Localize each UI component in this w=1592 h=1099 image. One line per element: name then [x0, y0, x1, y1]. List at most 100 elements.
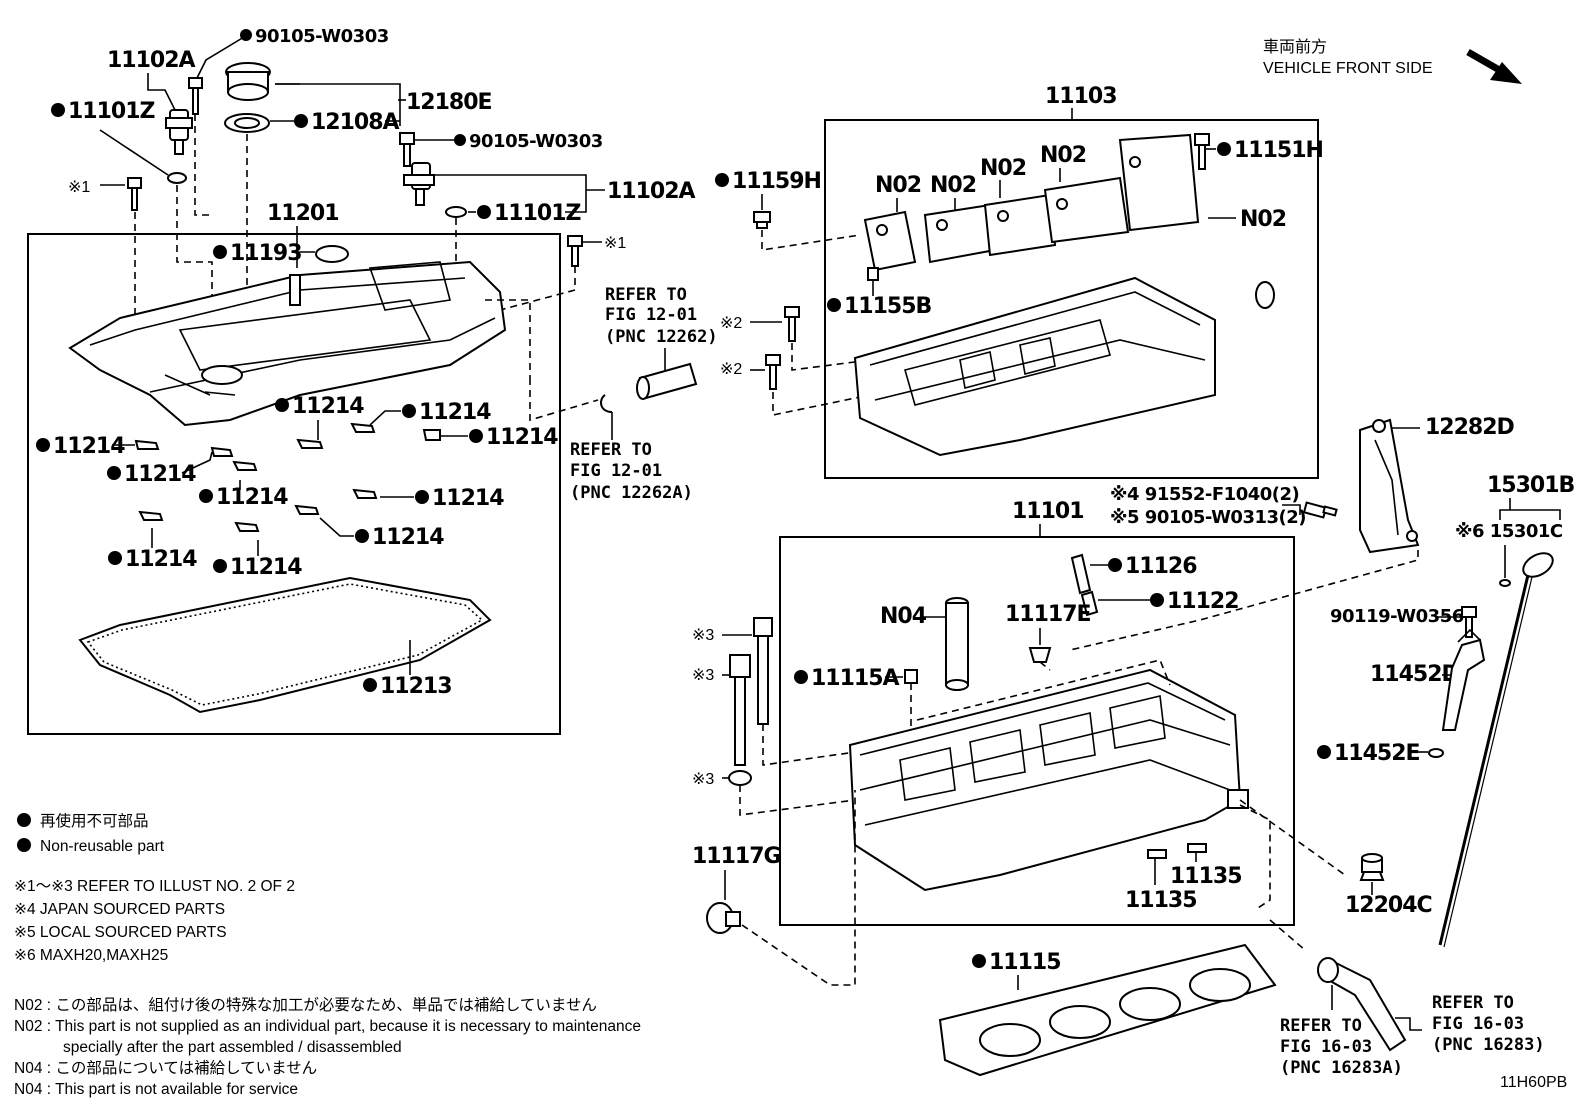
footnote-n04-en: N04 : This part is not available for ser…	[14, 1081, 298, 1098]
label-11126[interactable]: 11126	[1125, 554, 1198, 579]
label-11214[interactable]: 11214	[419, 400, 492, 425]
cover-gasket-icon	[78, 576, 492, 714]
bolt-icon	[765, 354, 781, 390]
label-11135[interactable]: 11135	[1125, 888, 1198, 913]
sleeve-icon	[945, 597, 969, 691]
camshaft-bearing-cap-icon	[863, 133, 1200, 272]
label-pnc-16283: (PNC 16283)	[1432, 1035, 1545, 1055]
label-11214[interactable]: 11214	[53, 434, 126, 459]
bolt-icon	[784, 306, 800, 342]
vehicle-front-en: VEHICLE FRONT SIDE	[1263, 60, 1433, 77]
arrow-down-right-icon	[1466, 48, 1522, 84]
label-12282d[interactable]: 12282D	[1425, 415, 1516, 440]
bolt-icon	[1461, 606, 1477, 638]
label-11101[interactable]: 11101	[1012, 499, 1085, 524]
oil-pressure-switch-icon	[1359, 853, 1385, 881]
legend-note-4: ※4 JAPAN SOURCED PARTS	[14, 901, 225, 918]
label-fig-12-01[interactable]: FIG 12-01	[570, 461, 662, 481]
bolt-icon	[399, 132, 415, 167]
cylinder-head-gasket-icon	[938, 943, 1277, 1077]
label-11214[interactable]: 11214	[230, 555, 303, 580]
label-mark1-a: ※1	[68, 179, 90, 196]
label-11214[interactable]: 11214	[486, 425, 559, 450]
label-11214[interactable]: 11214	[124, 462, 197, 487]
dipstick-guide-icon	[1441, 628, 1486, 731]
label-mark6-15301c[interactable]: ※6 15301C	[1455, 521, 1563, 542]
cylinder-head-group-box	[779, 536, 1295, 926]
label-n02[interactable]: N02	[930, 173, 977, 198]
label-11115a[interactable]: 11115A	[811, 666, 901, 691]
label-11102a-b[interactable]: 11102A	[607, 179, 697, 204]
o-ring-icon	[445, 206, 467, 218]
bolt-icon	[127, 177, 142, 211]
label-11103[interactable]: 11103	[1045, 84, 1118, 109]
label-11117g[interactable]: 11117G	[692, 844, 782, 869]
label-11151h[interactable]: 11151H	[1234, 138, 1324, 163]
label-refer-to: REFER TO	[570, 440, 652, 460]
pin-icon	[1187, 843, 1207, 853]
footnote-n02-en-1: N02 : This part is not supplied as an in…	[14, 1018, 641, 1035]
label-11214[interactable]: 11214	[372, 525, 445, 550]
label-11101z-b[interactable]: 11101Z	[494, 201, 582, 226]
label-11122[interactable]: 11122	[1167, 589, 1240, 614]
label-11101z-a[interactable]: 11101Z	[68, 99, 156, 124]
bolt-icon	[1194, 133, 1210, 170]
label-11193[interactable]: 11193	[230, 241, 303, 266]
label-12180e[interactable]: 12180E	[406, 90, 493, 115]
label-mark5-part[interactable]: ※5 90105-W0313(2)	[1110, 507, 1307, 528]
label-n04[interactable]: N04	[880, 604, 928, 629]
legend-nonreusable-ja: 再使用不可部品	[40, 812, 149, 830]
sensor-icon	[165, 109, 193, 155]
label-90119-w0356[interactable]: 90119-W0356	[1330, 606, 1464, 627]
label-n02[interactable]: N02	[1240, 207, 1287, 232]
label-refer-to: REFER TO	[605, 285, 687, 305]
label-pnc-16283a: (PNC 16283A)	[1280, 1058, 1403, 1078]
legend-note-1-3: ※1～※3 REFER TO ILLUST NO. 2 OF 2	[14, 878, 295, 895]
sensor-icon	[403, 162, 435, 206]
label-12108a[interactable]: 12108A	[311, 110, 401, 135]
vehicle-front-ja: 車両前方	[1263, 38, 1327, 56]
label-11214[interactable]: 11214	[292, 394, 365, 419]
o-ring-icon	[1499, 579, 1511, 587]
label-11102a-a[interactable]: 11102A	[107, 48, 197, 73]
label-15301b[interactable]: 15301B	[1487, 473, 1576, 498]
label-11159h[interactable]: 11159H	[732, 169, 822, 194]
engine-hanger-bracket-icon	[1359, 418, 1420, 554]
label-11213[interactable]: 11213	[380, 674, 453, 699]
label-11214[interactable]: 11214	[125, 547, 198, 572]
clip-group: 11214 11214 11214 11214 11214 11214 1121…	[36, 394, 559, 580]
cylinder-head-cover-group-box	[27, 233, 561, 735]
nut-icon	[753, 211, 771, 229]
label-11117e[interactable]: 11117E	[1005, 602, 1092, 627]
label-n02[interactable]: N02	[980, 156, 1027, 181]
label-12204c[interactable]: 12204C	[1345, 893, 1433, 918]
nonreusable-dot	[17, 813, 31, 827]
label-fig-16-03[interactable]: FIG 16-03	[1280, 1037, 1372, 1057]
label-fig-16-03[interactable]: FIG 16-03	[1432, 1014, 1524, 1034]
label-11214[interactable]: 11214	[216, 485, 289, 510]
oil-filler-cap-icon	[225, 62, 271, 101]
label-pnc-12262a: (PNC 12262A)	[570, 483, 693, 503]
label-fig-12-01[interactable]: FIG 12-01	[605, 305, 697, 325]
label-11135[interactable]: 11135	[1170, 864, 1243, 889]
label-mark3: ※3	[692, 627, 714, 644]
legend-note-6: ※6 MAXH20,MAXH25	[14, 947, 168, 964]
oil-dipstick-icon	[1438, 552, 1554, 948]
label-n02[interactable]: N02	[875, 173, 922, 198]
label-mark2: ※2	[720, 361, 742, 378]
label-11155b[interactable]: 11155B	[844, 294, 933, 319]
label-90105-w0303-b[interactable]: 90105-W0303	[469, 131, 603, 152]
legend-note-5: ※5 LOCAL SOURCED PARTS	[14, 924, 227, 941]
label-11115[interactable]: 11115	[989, 950, 1062, 975]
label-11201[interactable]: 11201	[267, 201, 340, 226]
plug-icon	[706, 902, 741, 934]
label-90105-w0303-a[interactable]: 90105-W0303	[255, 26, 389, 47]
label-n02[interactable]: N02	[1040, 143, 1087, 168]
label-11452e[interactable]: 11452E	[1334, 741, 1421, 766]
label-mark4-part[interactable]: ※4 91552-F1040(2)	[1110, 484, 1300, 505]
dowel-pin-icon	[1070, 553, 1099, 617]
cylinder-head-cover-icon	[68, 260, 507, 427]
label-11214[interactable]: 11214	[432, 486, 505, 511]
label-refer-to: REFER TO	[1280, 1016, 1362, 1036]
